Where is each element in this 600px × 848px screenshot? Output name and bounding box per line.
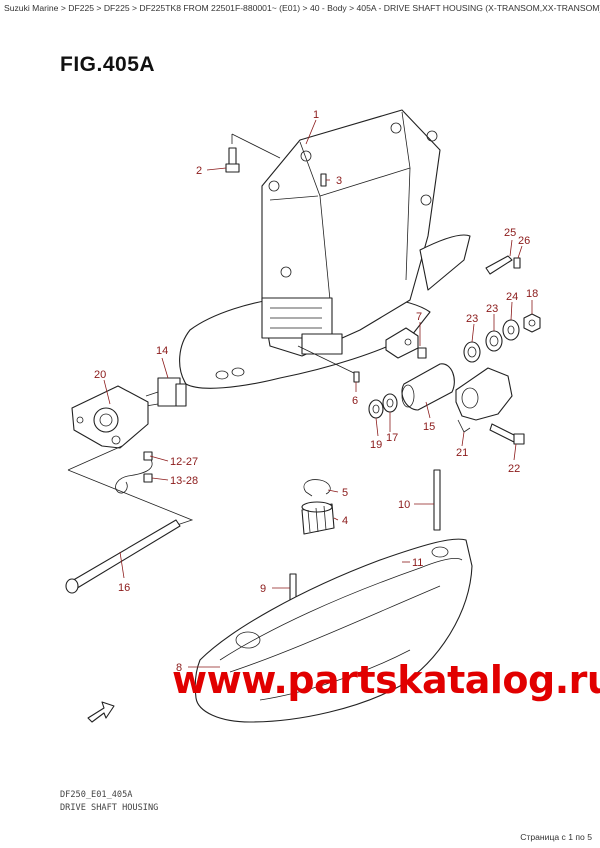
figure-name: DRIVE SHAFT HOUSING [60, 803, 159, 813]
part-23-washer-b [485, 330, 503, 352]
callout-labels: 1 2 3 5 4 6 7 8 9 10 11 12-27 13-28 14 1… [94, 109, 538, 674]
callout-16: 16 [118, 582, 130, 594]
callout-8: 8 [176, 662, 182, 674]
callout-18: 18 [526, 288, 538, 300]
part-3-pin [320, 173, 327, 187]
pagination: Страница с 1 по 5 [520, 832, 592, 842]
part-25-clip [485, 255, 513, 275]
callout-13-28: 13-28 [170, 475, 198, 487]
watermark: www.partskatalog.ru [172, 658, 600, 702]
part-6-screw [353, 371, 360, 383]
callout-2: 2 [196, 165, 202, 177]
callout-26: 26 [518, 235, 530, 247]
part-16-rod [65, 519, 181, 594]
part-14-connector [145, 377, 187, 407]
part-8-lower-housing [194, 538, 473, 723]
callout-21: 21 [456, 447, 468, 459]
callout-17: 17 [386, 432, 398, 444]
callout-3: 3 [336, 175, 342, 187]
part-15-bushing [401, 363, 455, 411]
leader-lines [103, 119, 533, 668]
callout-1: 1 [313, 109, 319, 121]
part-10-stud [433, 469, 441, 531]
callout-4: 4 [342, 515, 348, 527]
part-7-bracket [385, 327, 427, 359]
callout-15: 15 [423, 421, 435, 433]
part-24-washer [502, 319, 520, 341]
part-4-bearing [301, 501, 335, 535]
part-21-clamp [455, 367, 513, 433]
callout-20: 20 [94, 369, 106, 381]
part-20-bracket-block [71, 385, 149, 449]
figure-title: FIG.405A [60, 53, 156, 76]
breadcrumb: Suzuki Marine > DF225 > DF225 > DF225TK8… [4, 3, 600, 13]
part-1-drive-shaft-housing [179, 109, 471, 389]
callout-25: 25 [504, 227, 516, 239]
callout-14: 14 [156, 345, 168, 357]
part-19-washer [368, 399, 384, 419]
figure-code: DF250_E01_405A [60, 790, 133, 800]
callout-12-27: 12-27 [170, 456, 198, 468]
callout-9: 9 [260, 583, 266, 595]
forward-arrow-icon [87, 701, 115, 723]
callout-11: 11 [412, 557, 423, 569]
callout-23-a: 23 [466, 313, 478, 325]
part-26-screw [513, 257, 521, 269]
part-5-circlip [303, 479, 331, 497]
part-22-bolt [489, 423, 525, 445]
part-17-washer [382, 393, 398, 413]
callout-6: 6 [352, 395, 358, 407]
callout-5: 5 [342, 487, 348, 499]
callout-10: 10 [398, 499, 410, 511]
callout-22: 22 [508, 463, 520, 475]
part-2-bolt [225, 147, 240, 173]
callout-19: 19 [370, 439, 382, 451]
part-23-washer-a [463, 341, 481, 363]
callout-23-b: 23 [486, 303, 498, 315]
part-18-nut [523, 313, 541, 333]
callout-7: 7 [416, 311, 422, 323]
callout-24: 24 [506, 291, 518, 303]
